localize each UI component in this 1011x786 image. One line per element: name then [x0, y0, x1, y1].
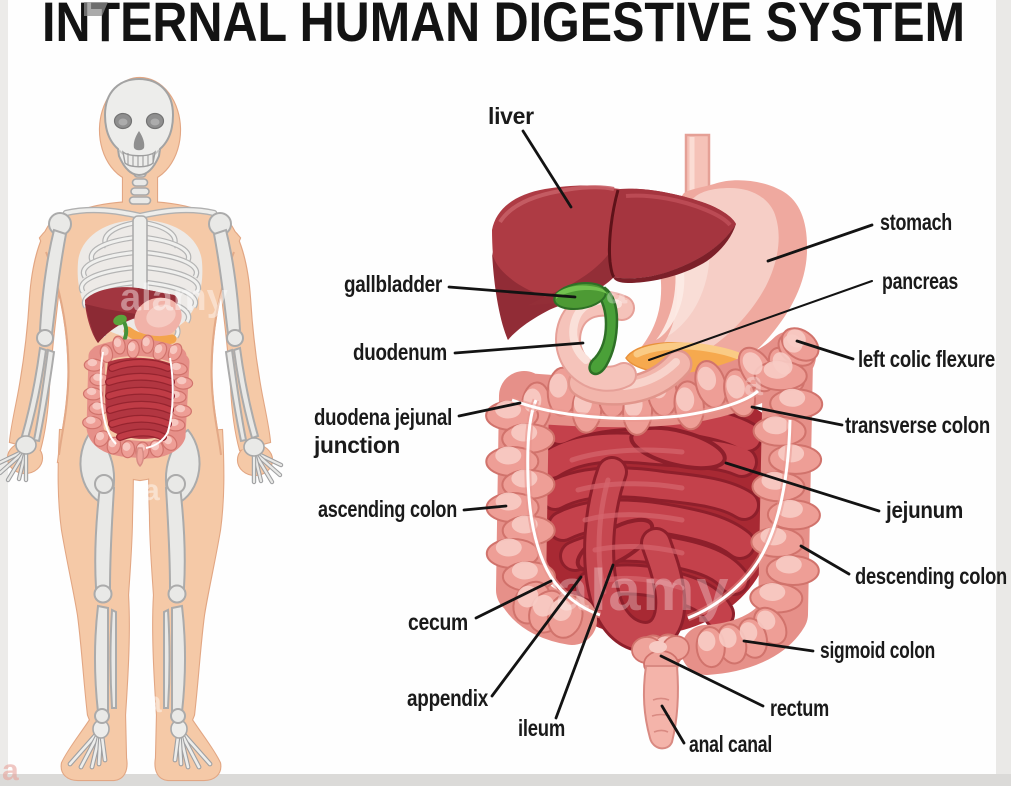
svg-text:jejunum: jejunum	[885, 497, 963, 523]
svg-text:transverse colon: transverse colon	[845, 412, 990, 438]
svg-text:left colic flexure: left colic flexure	[858, 346, 995, 372]
svg-text:a: a	[744, 365, 764, 403]
svg-text:liver: liver	[488, 103, 534, 129]
svg-text:duodenum: duodenum	[353, 339, 447, 365]
svg-text:anal canal: anal canal	[689, 731, 772, 757]
svg-text:a: a	[2, 754, 19, 786]
svg-text:a: a	[606, 270, 628, 312]
svg-text:ascending colon: ascending colon	[318, 496, 457, 522]
svg-text:ileum: ileum	[518, 715, 565, 741]
svg-text:descending colon: descending colon	[855, 563, 1007, 589]
svg-text:duodena jejunal: duodena jejunal	[314, 404, 452, 430]
svg-text:cecum: cecum	[408, 609, 468, 635]
svg-text:junction: junction	[313, 432, 400, 458]
svg-text:alamy: alamy	[556, 558, 730, 623]
svg-text:a: a	[145, 686, 162, 719]
svg-text:rectum: rectum	[770, 695, 829, 721]
svg-text:pancreas: pancreas	[882, 268, 958, 294]
svg-text:sigmoid colon: sigmoid colon	[820, 637, 935, 663]
svg-text:INTERNAL HUMAN DIGESTIVE SYSTE: INTERNAL HUMAN DIGESTIVE SYSTEM	[42, 0, 965, 53]
svg-text:alamy: alamy	[120, 277, 228, 319]
svg-text:appendix: appendix	[407, 685, 488, 711]
svg-text:stomach: stomach	[880, 209, 952, 235]
svg-text:gallbladder: gallbladder	[344, 271, 442, 297]
svg-text:a: a	[143, 474, 160, 507]
